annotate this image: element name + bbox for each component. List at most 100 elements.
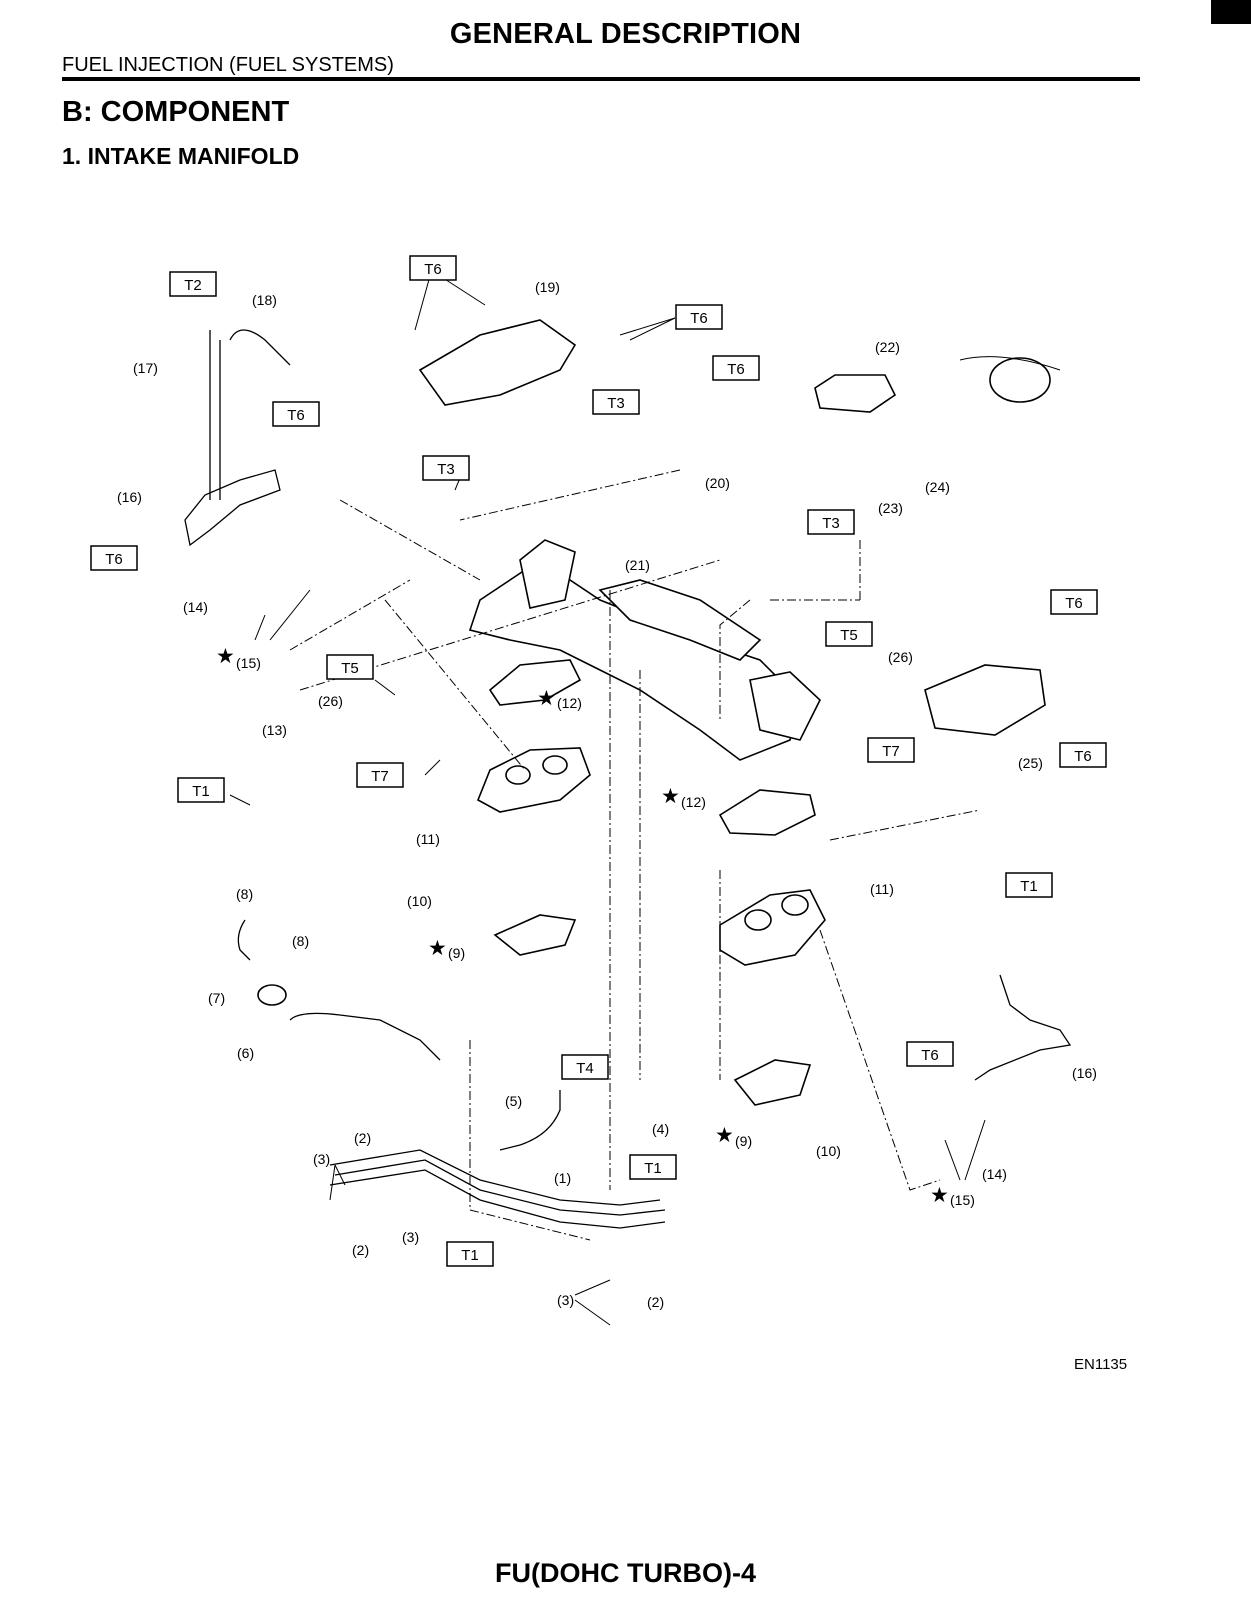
callout-26-right: (26)	[888, 649, 913, 665]
star-symbol-12-left: ★	[537, 686, 556, 710]
callout-22: (22)	[875, 339, 900, 355]
callout-2-bottom: (2)	[647, 1294, 664, 1310]
assembly-line-6	[384, 599, 526, 771]
callout-7: (7)	[208, 990, 225, 1006]
fuel-pipe-bottom-3	[329, 1169, 666, 1229]
leader-t1-left	[229, 794, 251, 806]
callout-3-bottom: (3)	[557, 1292, 574, 1308]
svg-text:T1: T1	[461, 1247, 479, 1264]
torque-label-t6-top: T6	[409, 255, 457, 281]
callout-15-left: (15)	[236, 655, 261, 671]
engine-cover-circle	[989, 357, 1051, 403]
bracket-19	[418, 319, 577, 406]
leader-15-left	[254, 589, 311, 641]
svg-text:T6: T6	[727, 361, 745, 378]
callout-25: (25)	[1018, 755, 1043, 771]
star-symbol-9-left: ★	[428, 936, 447, 960]
svg-text:T4: T4	[576, 1060, 594, 1077]
section-heading: B: COMPONENT	[62, 96, 290, 128]
plate-22	[814, 374, 897, 413]
figure-code: EN1135	[1074, 1356, 1128, 1373]
torque-label-t1-right: T1	[1005, 872, 1053, 898]
callout-18: (18)	[252, 292, 277, 308]
callout-17: (17)	[133, 360, 158, 376]
protector-cover-25	[924, 664, 1046, 736]
page-corner-tab	[1211, 0, 1251, 24]
svg-text:T1: T1	[1020, 878, 1038, 895]
callout-15-right: (15)	[950, 1192, 975, 1208]
svg-text:T6: T6	[690, 310, 708, 327]
callout-16-left: (16)	[117, 489, 142, 505]
page-footer: FU(DOHC TURBO)-4	[495, 1558, 756, 1588]
diagram-linework	[184, 275, 1072, 1326]
svg-text:T7: T7	[371, 768, 389, 785]
leader-t6-top	[414, 275, 486, 331]
svg-text:T7: T7	[882, 743, 900, 760]
callout-12-left: (12)	[557, 695, 582, 711]
gasket-12-left	[488, 659, 582, 706]
svg-text:T6: T6	[105, 551, 123, 568]
star-symbol-15-right: ★	[930, 1183, 949, 1207]
star-symbol-12-right: ★	[661, 784, 680, 808]
torque-label-t6-left-lower: T6	[90, 545, 138, 571]
assembly-line-7	[819, 929, 941, 1191]
torque-label-t1-left: T1	[177, 777, 225, 803]
fuel-pipe-bottom-2	[334, 1159, 666, 1216]
chapter-subtitle: FUEL INJECTION (FUEL SYSTEMS)	[62, 54, 394, 76]
fuel-rail-right	[974, 974, 1072, 1081]
leader-t7-left	[424, 759, 441, 776]
throttle-body-right	[719, 889, 826, 966]
callout-9-right: (9)	[735, 1133, 752, 1149]
throttle-bore-left-2	[542, 755, 568, 775]
svg-text:T6: T6	[287, 407, 305, 424]
subsection-heading: 1. INTAKE MANIFOLD	[62, 143, 300, 169]
torque-label-t6-right: T6	[675, 304, 723, 330]
callout-3-left: (3)	[313, 1151, 330, 1167]
torque-label-t7-right: T7	[867, 737, 915, 763]
torque-label-t3-right: T3	[807, 509, 855, 535]
throttle-body-left	[476, 747, 591, 813]
callout-6: (6)	[237, 1045, 254, 1061]
torque-label-t6-20: T6	[712, 355, 760, 381]
svg-text:T6: T6	[424, 261, 442, 278]
callout-13: (13)	[262, 722, 287, 738]
callout-21: (21)	[625, 557, 650, 573]
assembly-line-11	[719, 599, 751, 720]
callout-5: (5)	[505, 1093, 522, 1109]
torque-label-t6-bottom: T6	[906, 1041, 954, 1067]
hose-5	[499, 1090, 561, 1151]
leader-3-left	[329, 1164, 346, 1201]
svg-text:T3: T3	[607, 395, 625, 412]
callout-14-right: (14)	[982, 1166, 1007, 1182]
leader-t5-left	[374, 679, 396, 696]
star-symbol-9-right: ★	[715, 1123, 734, 1147]
svg-text:T5: T5	[840, 627, 858, 644]
callout-20: (20)	[705, 475, 730, 491]
torque-label-t2: T2	[169, 271, 217, 297]
callout-10-left: (10)	[407, 893, 432, 909]
callout-8-upper: (8)	[236, 886, 253, 902]
torque-label-t4: T4	[561, 1054, 609, 1080]
leader-3-bottom	[574, 1279, 611, 1326]
hose-8	[237, 919, 251, 961]
callout-1: (1)	[554, 1170, 571, 1186]
callout-14-left: (14)	[183, 599, 208, 615]
intake-manifold-runner-right	[749, 671, 821, 741]
callout-11-right: (11)	[870, 881, 894, 897]
callout-2-upper: (2)	[354, 1130, 371, 1146]
torque-label-t6-left-upper: T6	[272, 401, 320, 427]
svg-text:T3: T3	[437, 461, 455, 478]
callout-10-right: (10)	[816, 1143, 841, 1159]
throttle-bore-right-2	[781, 894, 809, 916]
svg-text:T2: T2	[184, 277, 202, 294]
intake-manifold-runner-left	[519, 539, 576, 609]
assembly-line-8	[829, 809, 981, 841]
leader-t6-right	[619, 317, 676, 341]
hose-6	[289, 1012, 441, 1061]
gasket-9-left	[493, 914, 577, 956]
throttle-bore-right-1	[744, 909, 772, 931]
torque-label-t5-right: T5	[825, 621, 873, 647]
gasket-9-right	[733, 1059, 812, 1106]
header-divider	[62, 77, 1140, 81]
torque-label-t7-left: T7	[356, 762, 404, 788]
